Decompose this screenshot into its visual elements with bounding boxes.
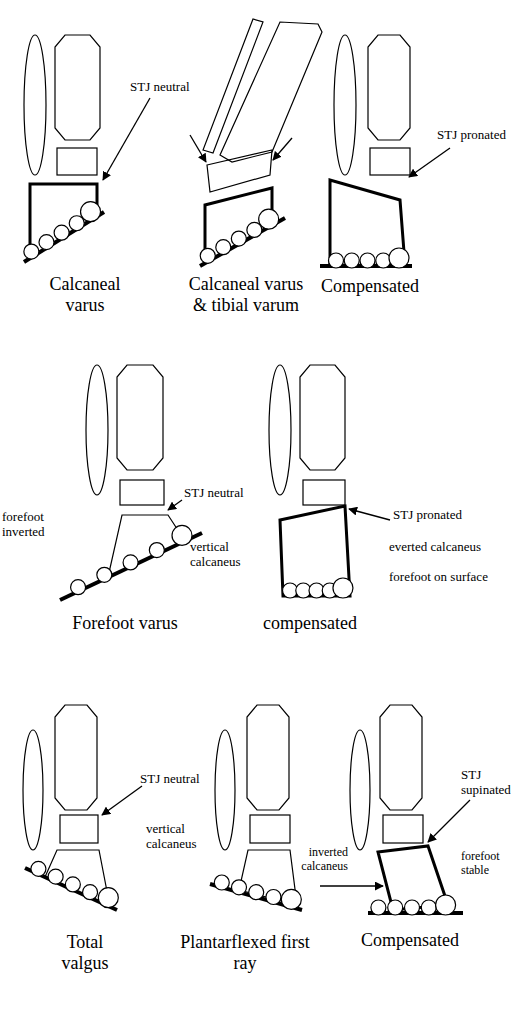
- metatarsal-head: [360, 253, 375, 268]
- tibia: [117, 365, 163, 470]
- tibia: [247, 705, 289, 810]
- talus: [383, 815, 423, 843]
- metatarsal-head: [149, 543, 164, 558]
- annotation-label: inverted calcaneus: [288, 846, 348, 874]
- metatarsal-head: [421, 900, 436, 915]
- metatarsal-head: [31, 861, 46, 876]
- metatarsal-head: [97, 567, 112, 582]
- metatarsal-head: [266, 889, 281, 904]
- fibula: [203, 19, 263, 153]
- metatarsal-head: [281, 889, 301, 909]
- annotation-label: forefoot inverted: [2, 510, 64, 540]
- metatarsal-head: [39, 235, 54, 250]
- metatarsal-head: [81, 202, 101, 222]
- metatarsal-head: [376, 253, 391, 268]
- metatarsal-head: [231, 880, 246, 895]
- annotation-label: vertical calcaneus: [190, 540, 260, 570]
- metatarsal-head: [216, 240, 231, 255]
- leader-arrow: [273, 138, 292, 160]
- annotation-label: STJ pronated: [437, 128, 517, 143]
- metatarsal-head: [371, 900, 386, 915]
- annotation-label: Forefoot varus: [55, 613, 195, 634]
- tibia: [220, 22, 322, 162]
- leader-arrow: [103, 98, 150, 180]
- metatarsal-head: [344, 253, 359, 268]
- metatarsal-head: [71, 580, 86, 595]
- metatarsal-head: [123, 555, 138, 570]
- tibia: [55, 35, 100, 140]
- talus: [120, 480, 164, 505]
- leader-arrow: [320, 885, 383, 886]
- annotation-label: STJ neutral: [130, 80, 220, 95]
- tibia: [55, 705, 97, 810]
- fibula: [23, 730, 43, 850]
- annotation-label: Calcaneal varus: [35, 274, 135, 315]
- talus: [303, 480, 345, 505]
- annotation-label: forefoot on surface: [389, 570, 517, 585]
- annotation-label: Total valgus: [45, 932, 125, 973]
- talus: [207, 150, 272, 192]
- fibula: [350, 730, 370, 850]
- metatarsal-head: [247, 222, 262, 237]
- metatarsal-head: [259, 209, 279, 229]
- metatarsal-head: [98, 888, 118, 908]
- fibula: [269, 365, 291, 495]
- fibula: [334, 35, 356, 175]
- leader-arrow: [102, 786, 142, 815]
- annotation-label: STJ neutral: [140, 772, 220, 787]
- metatarsal-head: [249, 885, 264, 900]
- leader-arrow: [168, 500, 182, 510]
- tibia: [368, 35, 410, 140]
- annotation-label: everted calcaneus: [389, 540, 517, 555]
- metatarsal-head: [388, 900, 403, 915]
- metatarsal-head: [69, 216, 84, 231]
- metatarsal-head: [24, 244, 39, 259]
- metatarsal-head: [48, 869, 63, 884]
- annotation-label: compensated: [250, 613, 370, 634]
- annotation-label: forefoot stable: [461, 850, 517, 878]
- fibula: [86, 365, 108, 495]
- fibula: [215, 730, 235, 850]
- annotation-label: STJ supinated: [461, 768, 517, 798]
- metatarsal-head: [329, 253, 344, 268]
- talus: [370, 148, 410, 175]
- metatarsal-head: [83, 885, 98, 900]
- leader-arrow: [190, 135, 206, 162]
- talus: [250, 815, 290, 843]
- annotation-label: STJ pronated: [393, 508, 483, 523]
- leader-arrow: [428, 800, 470, 842]
- annotation-label: Calcaneal varus & tibial varum: [185, 274, 307, 315]
- annotation-label: Compensated: [350, 930, 470, 951]
- fibula: [24, 35, 46, 175]
- metatarsal-head: [436, 895, 456, 915]
- annotation-label: STJ neutral: [184, 486, 274, 501]
- metatarsal-head: [231, 231, 246, 246]
- annotation-label: Compensated: [310, 276, 430, 297]
- metatarsal-head: [200, 248, 215, 263]
- leader-arrows: [102, 98, 470, 886]
- tibia: [300, 365, 345, 470]
- talus: [60, 815, 98, 843]
- metatarsal-head: [389, 248, 409, 268]
- metatarsal-head: [405, 900, 420, 915]
- metatarsal-head: [65, 877, 80, 892]
- metatarsal-head: [214, 875, 229, 890]
- leader-arrow: [409, 148, 450, 177]
- metatarsal-head: [172, 525, 192, 545]
- talus: [57, 148, 97, 175]
- metatarsal-heads: [24, 202, 456, 915]
- metatarsal-head: [54, 225, 69, 240]
- leader-arrow: [349, 509, 390, 520]
- metatarsal-head: [333, 578, 353, 598]
- annotation-label: Plantarflexed first ray: [180, 932, 310, 973]
- tibia: [380, 705, 422, 810]
- annotation-label: vertical calcaneus: [146, 822, 212, 852]
